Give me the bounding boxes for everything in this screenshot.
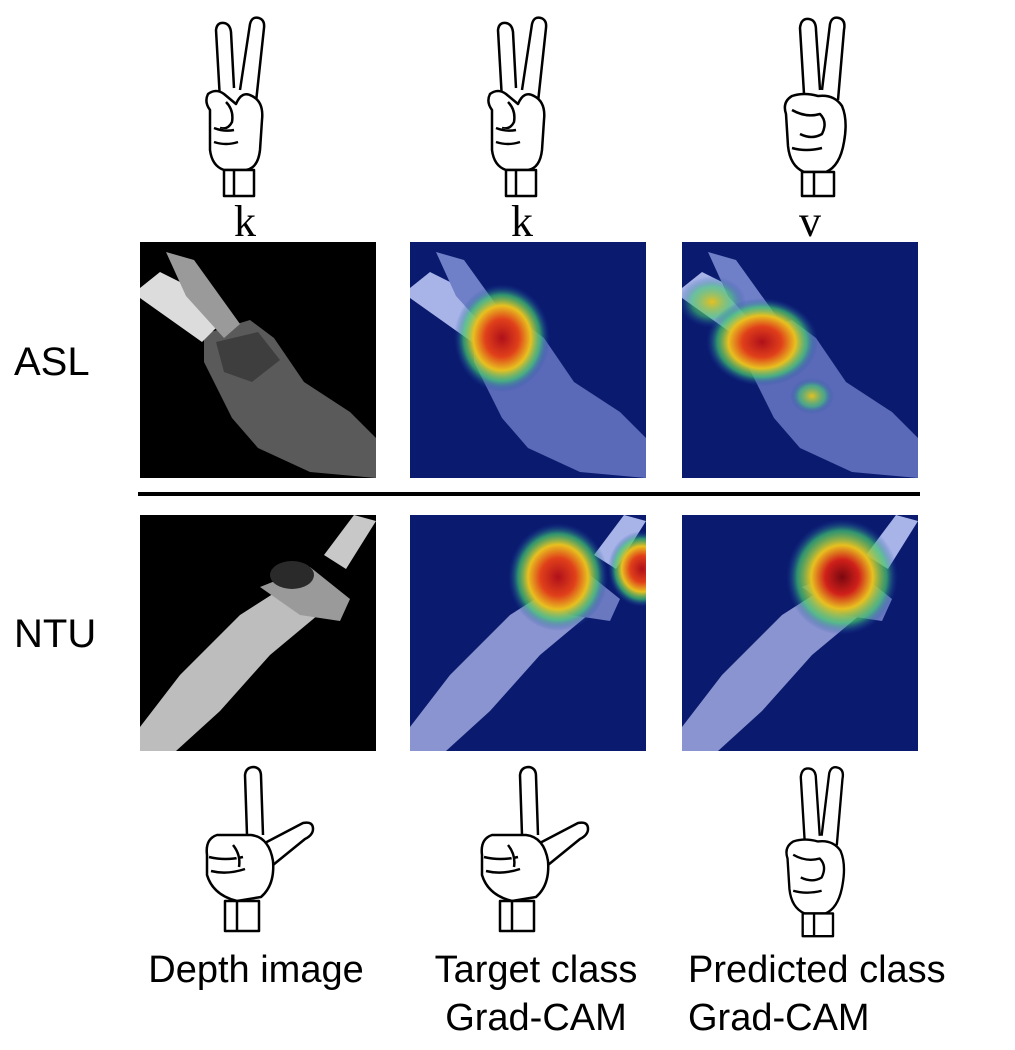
hand-sign-v-icon bbox=[783, 16, 847, 198]
hand-sign-l-icon bbox=[480, 765, 590, 933]
caption-line-1: Depth image bbox=[148, 949, 364, 991]
ntu-predicted-gradcam bbox=[682, 515, 918, 751]
asl-target-gradcam bbox=[410, 242, 646, 478]
asl-depth-image bbox=[140, 242, 376, 478]
caption-depth-image: Depth image bbox=[96, 946, 416, 994]
row-separator bbox=[138, 492, 920, 496]
caption-predicted-gradcam: Predicted class Grad-CAM bbox=[688, 946, 1008, 1042]
caption-line-1: Predicted class bbox=[688, 949, 946, 991]
caption-line-1: Target class bbox=[434, 949, 638, 991]
caption-line-2: Grad-CAM bbox=[445, 997, 627, 1039]
row-label-ntu: NTU bbox=[14, 612, 97, 656]
caption-target-gradcam: Target class Grad-CAM bbox=[376, 946, 696, 1042]
asl-predicted-gradcam bbox=[682, 242, 918, 478]
hand-sign-v-icon bbox=[785, 766, 846, 938]
column-letter: v bbox=[799, 197, 821, 246]
column-letter: k bbox=[511, 197, 533, 246]
ntu-depth-image bbox=[140, 515, 376, 751]
caption-line-2: Grad-CAM bbox=[688, 997, 870, 1039]
hand-sign-k-icon bbox=[205, 16, 266, 198]
column-letter: k bbox=[234, 197, 256, 246]
hand-sign-l-icon bbox=[205, 765, 315, 933]
hand-sign-k-icon bbox=[487, 16, 548, 198]
row-label-asl: ASL bbox=[14, 340, 90, 384]
ntu-target-gradcam bbox=[410, 515, 646, 751]
